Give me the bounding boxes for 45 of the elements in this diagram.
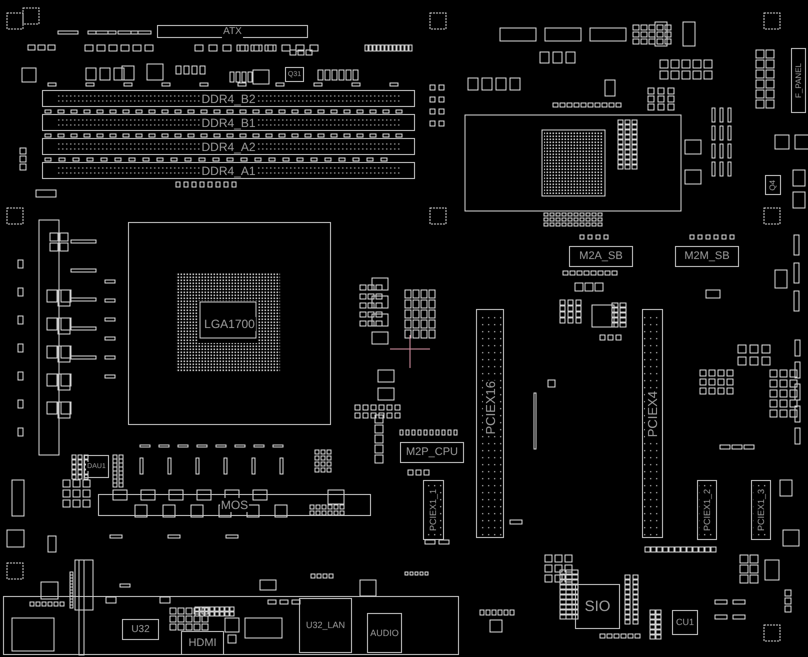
component-label: DDR4_B2 <box>200 92 257 106</box>
component-label: AUDIO <box>369 628 400 638</box>
component-outline <box>672 610 698 635</box>
component-outline <box>675 246 739 267</box>
component-outline <box>575 584 620 629</box>
component-label: PCIEX4 <box>645 390 660 438</box>
component-label: ATX <box>222 26 243 38</box>
component-outline <box>751 480 771 540</box>
component-outline <box>122 619 159 640</box>
component-label: M2A_SB <box>578 250 624 263</box>
component-outline <box>98 494 371 516</box>
component-label: U32_LAN <box>304 620 346 631</box>
component-outline <box>42 114 415 131</box>
component-outline <box>367 613 402 653</box>
component-label: U32 <box>130 624 151 636</box>
component-label: LGA1700 <box>203 316 256 330</box>
component-label: Q4 <box>768 178 778 192</box>
component-outline <box>84 455 109 478</box>
component-label: M2P_CPU <box>405 446 459 459</box>
component-label: DDR4_A2 <box>200 140 257 154</box>
component-outline <box>299 598 352 653</box>
component-outline <box>476 309 504 538</box>
component-outline <box>42 90 415 107</box>
component-label: M2M_SB <box>683 250 731 263</box>
component-label: DDR4_A1 <box>200 164 257 178</box>
component-outline <box>42 138 415 155</box>
component-outline <box>42 162 415 179</box>
component-label: F_PANEL <box>794 62 804 99</box>
component-label: PCIEX16 <box>482 380 498 436</box>
component-label: DDR4_B1 <box>200 116 257 130</box>
component-outline <box>569 246 633 267</box>
component-outline <box>400 442 464 463</box>
component-label: CU1 <box>674 617 695 628</box>
component-outline <box>285 67 304 82</box>
connector-panel-outline <box>3 596 459 655</box>
component-outline <box>791 48 806 113</box>
component-label: PCIEX1_1 <box>428 488 439 532</box>
component-label: MOS <box>220 498 250 512</box>
component-outline <box>642 309 663 538</box>
component-outline <box>128 222 331 425</box>
component-outline <box>765 175 781 195</box>
component-outline <box>423 480 444 540</box>
component-outline <box>181 631 224 655</box>
component-outline <box>697 480 717 540</box>
component-outline <box>157 25 308 38</box>
